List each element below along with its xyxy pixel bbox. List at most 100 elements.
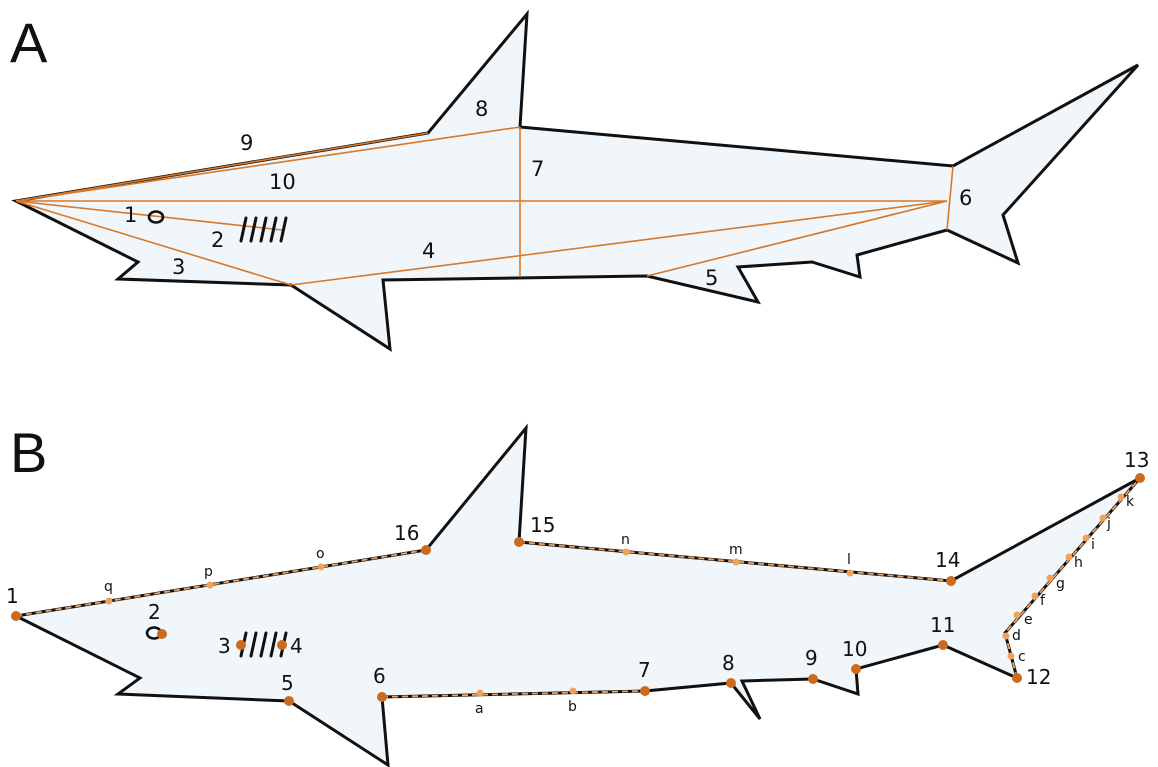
semilandmark-point-n bbox=[622, 548, 630, 556]
curve-caudal bbox=[1004, 477, 1141, 679]
curve-dorsal-posterior bbox=[518, 541, 952, 582]
measurement-line-10 bbox=[15, 126, 521, 202]
measurement-label-10: 10 bbox=[269, 170, 296, 194]
shark-outline-b bbox=[11, 423, 1142, 767]
panel-b: B bbox=[6, 421, 1149, 767]
semilandmark-label-e: e bbox=[1024, 612, 1033, 628]
semilandmark-label-o: o bbox=[316, 546, 325, 562]
measurement-label-3: 3 bbox=[172, 255, 185, 279]
semilandmark-label-g: g bbox=[1056, 576, 1065, 592]
curve-ventral-mid bbox=[381, 690, 646, 698]
measurement-line-4 bbox=[290, 200, 948, 286]
panel-a: A 1 2 3 4 5 6 7 bbox=[10, 9, 1140, 352]
measurement-labels: 1 2 3 4 5 6 7 8 9 10 bbox=[124, 97, 972, 290]
measurement-line-3 bbox=[15, 200, 292, 286]
landmark-point-3 bbox=[236, 640, 246, 650]
landmark-label-5: 5 bbox=[281, 671, 294, 695]
landmark-point-7 bbox=[640, 686, 650, 696]
measurement-label-1: 1 bbox=[124, 203, 137, 227]
landmark-point-14 bbox=[946, 576, 956, 586]
landmark-point-6 bbox=[377, 692, 387, 702]
semilandmark-label-h: h bbox=[1074, 555, 1083, 571]
landmark-point-5 bbox=[284, 696, 294, 706]
landmark-label-6: 6 bbox=[373, 664, 386, 688]
semilandmark-point-b bbox=[569, 687, 577, 695]
semilandmark-label-k: k bbox=[1126, 494, 1135, 510]
gill-slits-icon-a bbox=[239, 216, 288, 243]
semilandmark-point-f bbox=[1031, 592, 1039, 600]
semilandmark-point-j bbox=[1099, 514, 1107, 522]
shark-outline-a bbox=[11, 9, 1140, 352]
landmark-label-8: 8 bbox=[722, 651, 735, 675]
landmark-label-14: 14 bbox=[935, 548, 960, 572]
semilandmark-point-h bbox=[1065, 553, 1073, 561]
measurement-line-6 bbox=[946, 165, 954, 231]
landmark-point-13 bbox=[1135, 473, 1145, 483]
eye-icon-a bbox=[147, 210, 165, 224]
semilandmark-label-b: b bbox=[568, 699, 577, 715]
semilandmark-label-j: j bbox=[1106, 516, 1111, 532]
landmark-label-12: 12 bbox=[1026, 665, 1051, 689]
landmark-label-1: 1 bbox=[6, 584, 19, 608]
measurement-line-9 bbox=[15, 132, 429, 202]
semilandmark-label-l: l bbox=[847, 552, 851, 568]
measurement-label-8: 8 bbox=[475, 97, 488, 121]
semilandmark-label-f: f bbox=[1040, 593, 1046, 609]
landmark-label-3: 3 bbox=[218, 634, 231, 658]
landmark-point-10 bbox=[851, 664, 861, 674]
semilandmark-point-i bbox=[1082, 534, 1090, 542]
landmark-point-8 bbox=[726, 678, 736, 688]
semilandmark-point-m bbox=[732, 558, 740, 566]
measurement-label-9: 9 bbox=[240, 131, 253, 155]
measurement-lines bbox=[15, 126, 954, 286]
semilandmark-label-d: d bbox=[1012, 628, 1021, 644]
landmark-points bbox=[11, 473, 1145, 706]
semilandmark-labels: a b c d e f g h i j k l m n o p q bbox=[104, 494, 1135, 717]
semilandmark-curves bbox=[15, 477, 1141, 698]
landmark-point-1 bbox=[11, 611, 21, 621]
semilandmark-label-q: q bbox=[104, 579, 113, 595]
landmark-point-16 bbox=[421, 545, 431, 555]
landmark-point-11 bbox=[938, 640, 948, 650]
landmark-label-2: 2 bbox=[148, 600, 161, 624]
semilandmark-point-l bbox=[846, 569, 854, 577]
landmark-label-13: 13 bbox=[1124, 448, 1149, 472]
measurement-label-2: 2 bbox=[211, 228, 224, 252]
landmark-label-11: 11 bbox=[930, 613, 955, 637]
measurement-label-7: 7 bbox=[531, 157, 544, 181]
landmark-point-9 bbox=[808, 674, 818, 684]
semilandmark-point-g bbox=[1046, 574, 1054, 582]
semilandmark-point-k bbox=[1117, 493, 1125, 501]
landmark-point-15 bbox=[514, 537, 524, 547]
semilandmark-point-e bbox=[1013, 611, 1021, 619]
landmark-label-9: 9 bbox=[805, 646, 818, 670]
panel-b-label: B bbox=[10, 421, 47, 484]
measurement-line-5 bbox=[646, 200, 948, 277]
semilandmark-point-d bbox=[1002, 632, 1010, 640]
panel-a-label: A bbox=[10, 11, 48, 74]
semilandmark-point-c bbox=[1007, 652, 1015, 660]
landmark-point-12 bbox=[1012, 673, 1022, 683]
measurement-label-5: 5 bbox=[705, 266, 718, 290]
landmark-labels: 1 2 3 4 5 6 7 8 9 10 11 12 13 14 15 16 bbox=[6, 448, 1149, 695]
semilandmark-label-a: a bbox=[475, 701, 484, 717]
semilandmark-point-a bbox=[476, 689, 484, 697]
semilandmark-label-n: n bbox=[621, 532, 630, 548]
landmark-label-15: 15 bbox=[530, 513, 555, 537]
landmark-point-4 bbox=[277, 640, 287, 650]
measurement-label-4: 4 bbox=[422, 239, 435, 263]
semilandmark-point-q bbox=[105, 597, 113, 605]
semilandmark-points bbox=[105, 493, 1125, 697]
semilandmark-label-p: p bbox=[204, 564, 213, 580]
landmark-label-10: 10 bbox=[842, 637, 867, 661]
semilandmark-label-m: m bbox=[729, 542, 743, 558]
landmark-label-16: 16 bbox=[394, 521, 419, 545]
landmark-label-7: 7 bbox=[638, 658, 651, 682]
landmark-point-2 bbox=[157, 629, 167, 639]
semilandmark-label-c: c bbox=[1018, 649, 1026, 665]
semilandmark-point-o bbox=[317, 563, 325, 571]
semilandmark-point-p bbox=[206, 581, 214, 589]
semilandmark-label-i: i bbox=[1091, 537, 1095, 553]
measurement-label-6: 6 bbox=[959, 186, 972, 210]
